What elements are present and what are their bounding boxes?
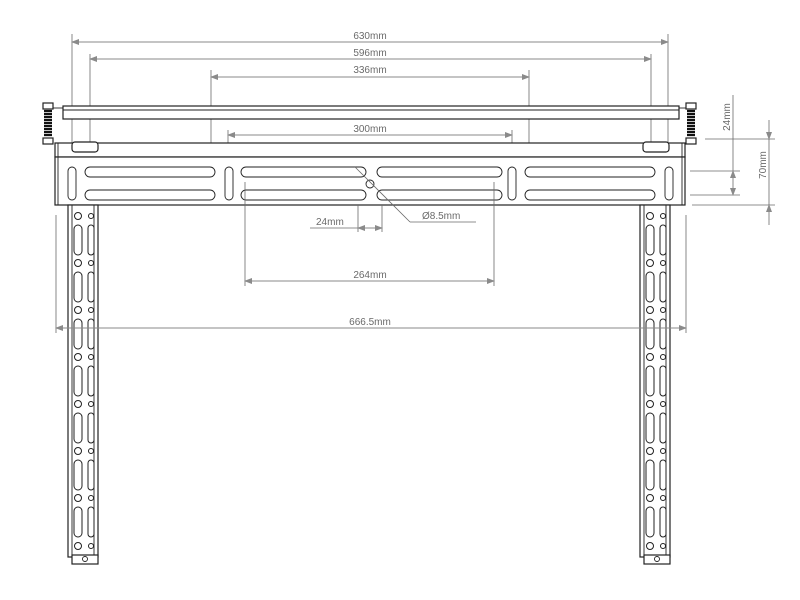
label-300: 300mm [353, 124, 386, 135]
label-264: 264mm [353, 270, 386, 281]
label-24-horizontal: 24mm [316, 217, 344, 228]
dimension-596: 596mm [89, 48, 652, 150]
right-upright [639, 204, 671, 565]
dimension-666-5: 666.5mm [55, 215, 687, 333]
dimension-24-vertical: 24mm [690, 95, 740, 196]
dimension-70: 70mm [692, 120, 775, 225]
label-336: 336mm [353, 65, 386, 76]
spring-bolt-left-icon [42, 102, 63, 145]
top-rail [42, 102, 697, 145]
center-hole-icon [365, 179, 375, 189]
dimension-hole: Ø8.5mm [354, 166, 476, 223]
label-70: 70mm [758, 151, 769, 179]
label-hole: Ø8.5mm [422, 211, 460, 222]
left-upright [67, 204, 99, 565]
spring-bolt-right-icon [679, 102, 697, 145]
main-bracket-plate [54, 141, 686, 206]
label-596: 596mm [353, 48, 386, 59]
dimension-630: 630mm [71, 31, 669, 150]
label-630: 630mm [353, 31, 386, 42]
label-24-vertical: 24mm [722, 103, 733, 131]
dimension-24-horizontal: 24mm [310, 205, 383, 232]
label-666-5: 666.5mm [349, 317, 391, 328]
dimension-264: 264mm [244, 182, 495, 286]
